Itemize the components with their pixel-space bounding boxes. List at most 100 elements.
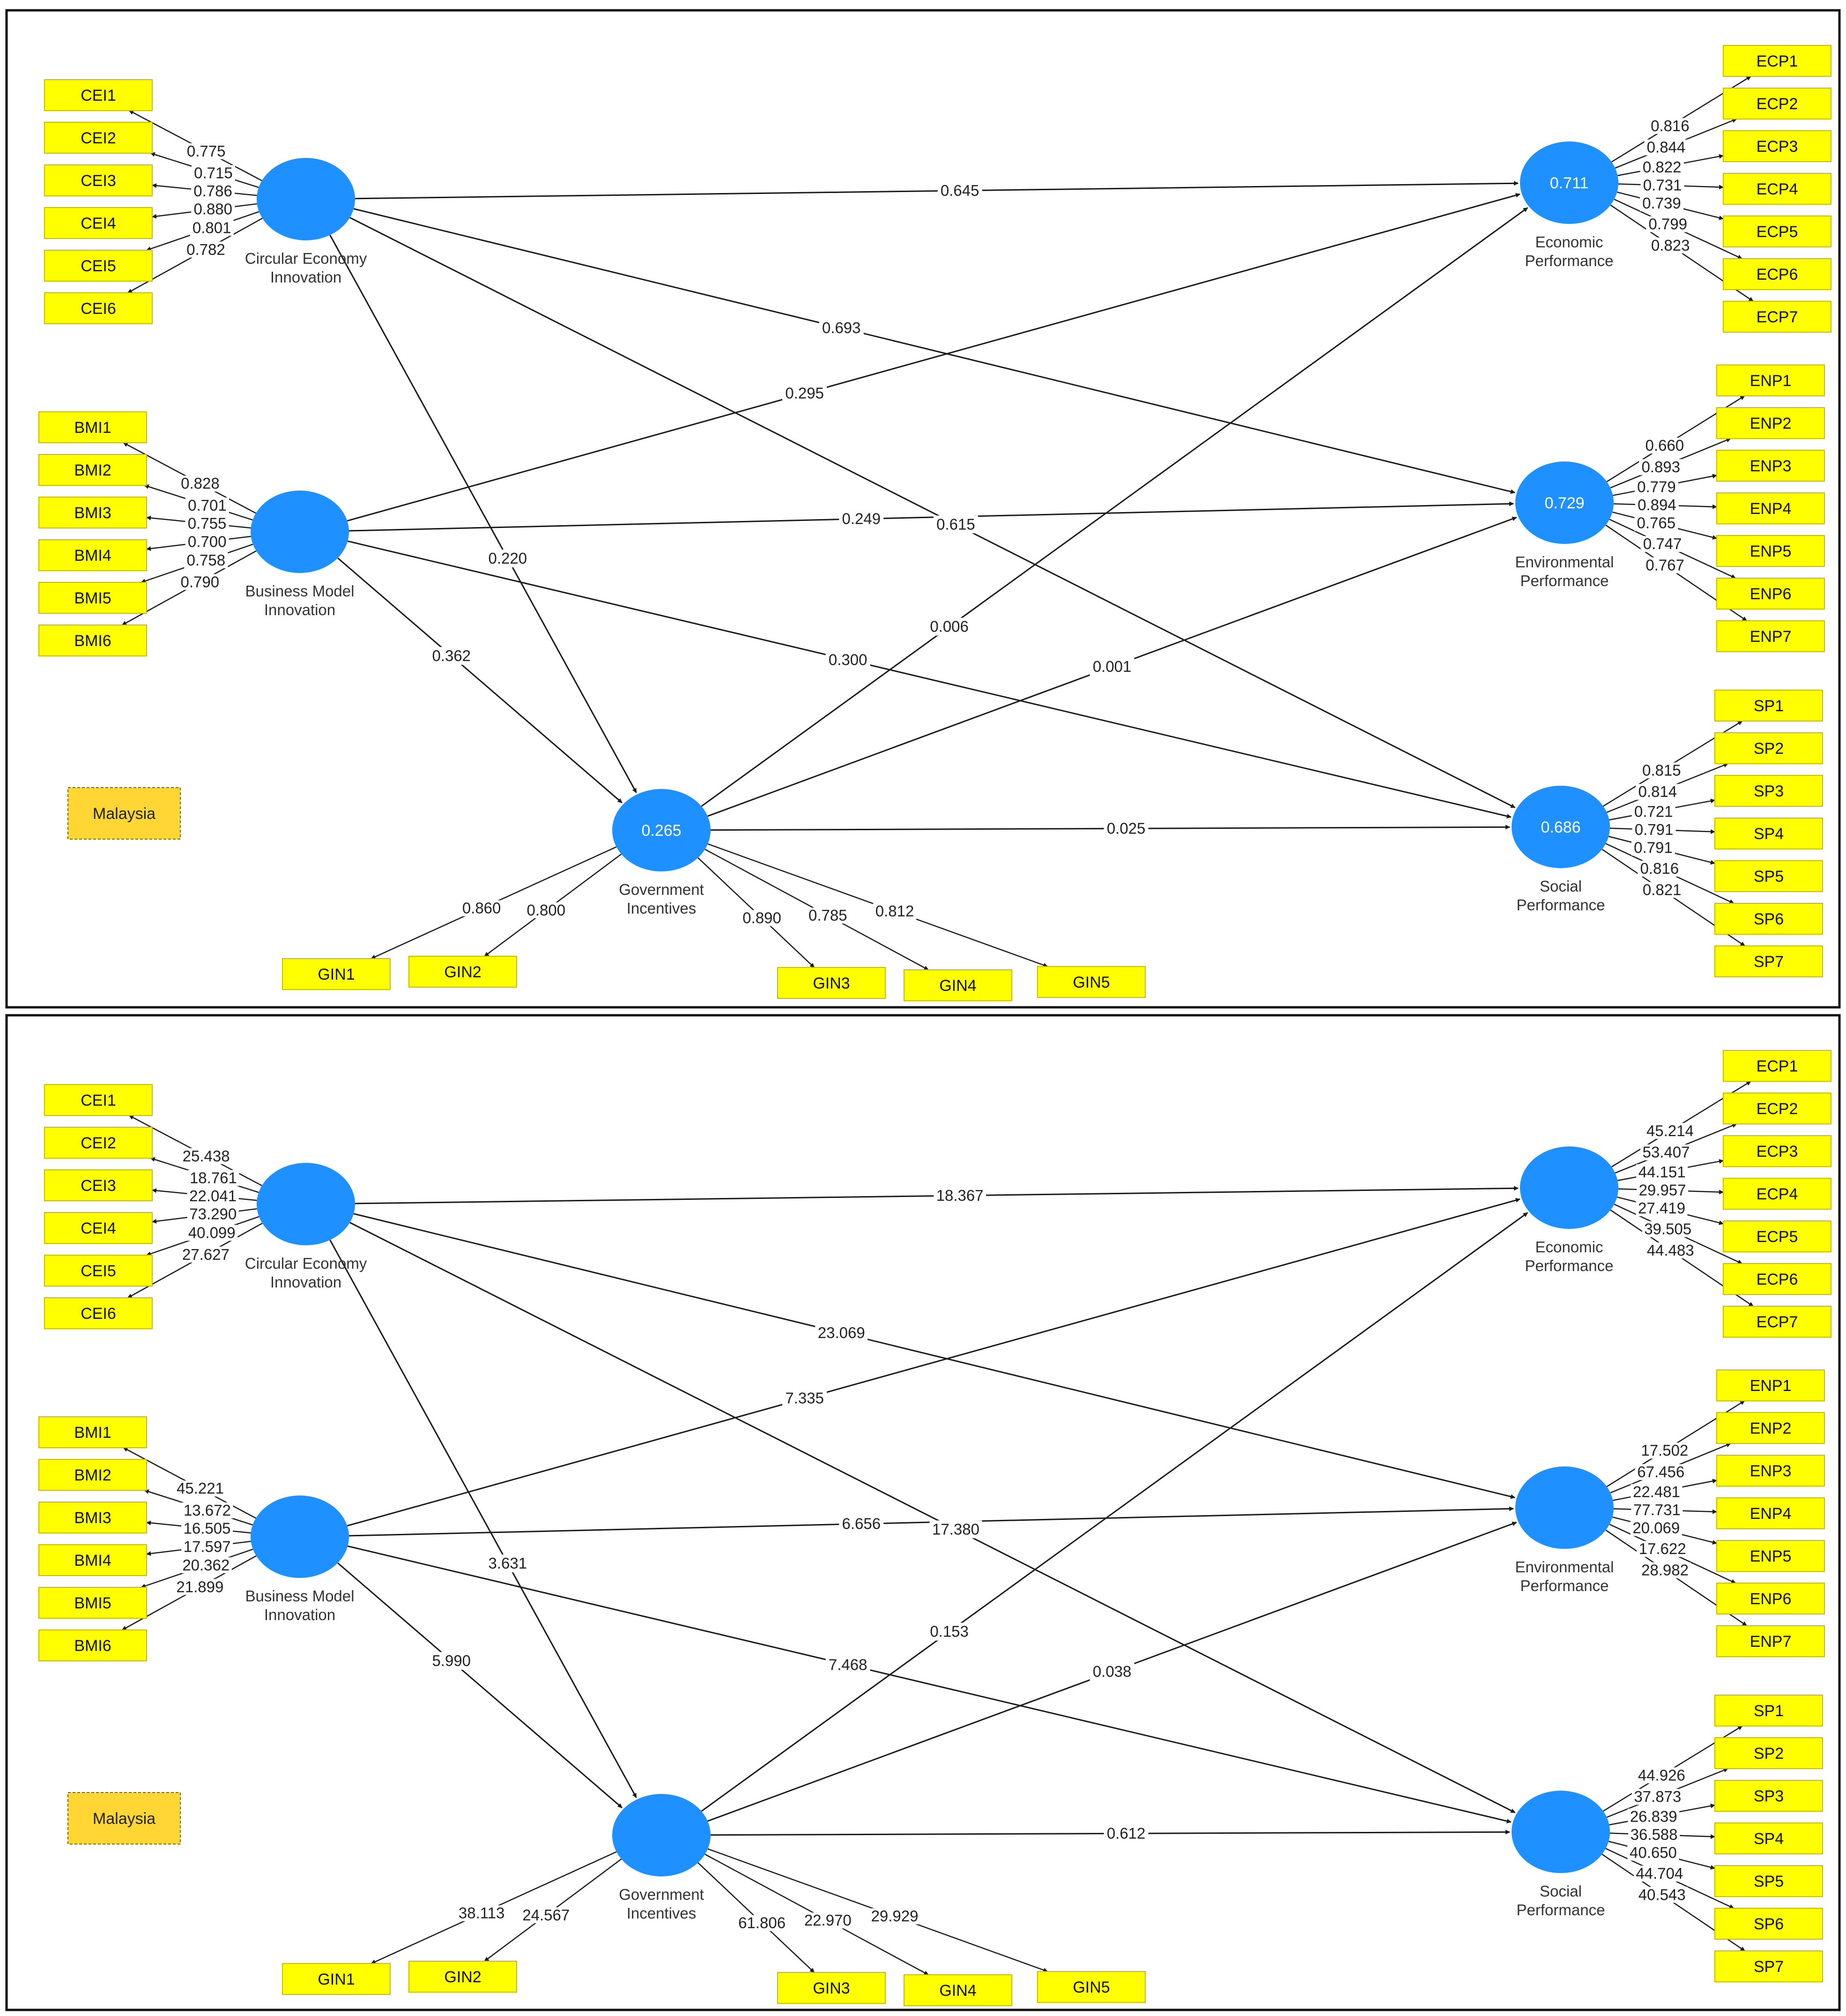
indicator-enp4[interactable]: ENP4 bbox=[1716, 492, 1825, 524]
indicator-bmi1[interactable]: BMI1 bbox=[38, 1416, 147, 1448]
indicator-sp3[interactable]: SP3 bbox=[1714, 1780, 1823, 1812]
label-bg bbox=[429, 1651, 474, 1670]
indicator-gin3[interactable]: GIN3 bbox=[777, 1972, 886, 2004]
indicator-enp7[interactable]: ENP7 bbox=[1716, 1625, 1825, 1657]
indicator-bmi1[interactable]: BMI1 bbox=[38, 411, 147, 443]
indicator-bmi3[interactable]: BMI3 bbox=[38, 497, 147, 528]
indicator-label: ECP7 bbox=[1757, 1313, 1798, 1331]
indicator-cei3[interactable]: CEI3 bbox=[44, 164, 153, 196]
indicator-enp3[interactable]: ENP3 bbox=[1716, 450, 1825, 482]
indicator-gin4[interactable]: GIN4 bbox=[904, 1974, 1012, 2006]
indicator-sp7[interactable]: SP7 bbox=[1714, 1950, 1823, 1982]
indicator-cei4[interactable]: CEI4 bbox=[44, 207, 153, 239]
indicator-enp6[interactable]: ENP6 bbox=[1716, 578, 1825, 610]
indicator-ecp7[interactable]: ECP7 bbox=[1723, 1306, 1831, 1338]
indicator-sp5[interactable]: SP5 bbox=[1714, 860, 1823, 892]
indicator-cei6[interactable]: CEI6 bbox=[44, 292, 153, 324]
indicator-ecp1[interactable]: ECP1 bbox=[1723, 1050, 1831, 1082]
indicator-bmi5[interactable]: BMI5 bbox=[38, 582, 147, 614]
indicator-ecp3[interactable]: ECP3 bbox=[1723, 1135, 1831, 1167]
indicator-ecp5[interactable]: ECP5 bbox=[1723, 1220, 1831, 1252]
indicator-enp6[interactable]: ENP6 bbox=[1716, 1583, 1825, 1614]
indicator-cei1[interactable]: CEI1 bbox=[44, 1084, 153, 1116]
indicator-enp5[interactable]: ENP5 bbox=[1716, 535, 1825, 567]
indicator-ecp2[interactable]: ECP2 bbox=[1723, 88, 1831, 119]
indicator-cei2[interactable]: CEI2 bbox=[44, 1127, 153, 1159]
indicator-gin3[interactable]: GIN3 bbox=[777, 967, 886, 999]
indicator-gin5[interactable]: GIN5 bbox=[1037, 1971, 1146, 2003]
loading-value-enp3: 0.779 bbox=[1637, 478, 1676, 495]
indicator-gin2[interactable]: GIN2 bbox=[408, 956, 517, 988]
indicator-sp5[interactable]: SP5 bbox=[1714, 1865, 1823, 1897]
label-bg bbox=[937, 181, 982, 200]
indicator-cei5[interactable]: CEI5 bbox=[44, 250, 153, 282]
construct-label: Social bbox=[1540, 878, 1582, 895]
rectangle-indicator-icon bbox=[282, 1963, 391, 1995]
indicator-cei3[interactable]: CEI3 bbox=[44, 1169, 153, 1201]
indicator-bmi4[interactable]: BMI4 bbox=[38, 1544, 147, 1576]
indicator-label: ENP5 bbox=[1750, 543, 1792, 560]
indicator-gin2[interactable]: GIN2 bbox=[408, 1961, 517, 1993]
indicator-ecp5[interactable]: ECP5 bbox=[1723, 216, 1831, 247]
indicator-bmi4[interactable]: BMI4 bbox=[38, 539, 147, 571]
indicator-ecp6[interactable]: ECP6 bbox=[1723, 1263, 1831, 1295]
indicator-bmi5[interactable]: BMI5 bbox=[38, 1587, 147, 1619]
indicator-cei2[interactable]: CEI2 bbox=[44, 122, 153, 154]
indicator-ecp4[interactable]: ECP4 bbox=[1723, 173, 1831, 205]
path-bmi_ecp bbox=[347, 1198, 1520, 1527]
indicator-sp6[interactable]: SP6 bbox=[1714, 903, 1823, 935]
indicator-sp1[interactable]: SP1 bbox=[1714, 690, 1823, 722]
group-badge[interactable]: Malaysia bbox=[67, 1792, 181, 1845]
indicator-enp1[interactable]: ENP1 bbox=[1716, 1369, 1825, 1401]
indicator-ecp2[interactable]: ECP2 bbox=[1723, 1093, 1831, 1124]
indicator-sp2[interactable]: SP2 bbox=[1714, 1737, 1823, 1769]
indicator-sp3[interactable]: SP3 bbox=[1714, 775, 1823, 807]
indicator-enp1[interactable]: ENP1 bbox=[1716, 365, 1825, 396]
indicator-sp6[interactable]: SP6 bbox=[1714, 1908, 1823, 1940]
indicator-gin1[interactable]: GIN1 bbox=[282, 958, 391, 990]
indicator-ecp1[interactable]: ECP1 bbox=[1723, 45, 1831, 77]
indicator-ecp6[interactable]: ECP6 bbox=[1723, 258, 1831, 290]
indicator-bmi2[interactable]: BMI2 bbox=[38, 1459, 147, 1491]
indicator-sp7[interactable]: SP7 bbox=[1714, 945, 1823, 977]
indicator-gin1[interactable]: GIN1 bbox=[282, 1963, 391, 1995]
indicator-enp4[interactable]: ENP4 bbox=[1716, 1497, 1825, 1529]
indicator-gin5[interactable]: GIN5 bbox=[1037, 966, 1146, 998]
indicator-bmi2[interactable]: BMI2 bbox=[38, 454, 147, 486]
indicator-sp2[interactable]: SP2 bbox=[1714, 732, 1823, 764]
indicator-cei1[interactable]: CEI1 bbox=[44, 79, 153, 111]
indicator-bmi6[interactable]: BMI6 bbox=[38, 1629, 147, 1661]
indicator-enp2[interactable]: ENP2 bbox=[1716, 407, 1825, 439]
indicator-bmi6[interactable]: BMI6 bbox=[38, 625, 147, 656]
indicator-sp4[interactable]: SP4 bbox=[1714, 1823, 1823, 1854]
indicator-ecp4[interactable]: ECP4 bbox=[1723, 1178, 1831, 1210]
indicator-enp2[interactable]: ENP2 bbox=[1716, 1412, 1825, 1444]
indicator-enp5[interactable]: ENP5 bbox=[1716, 1540, 1825, 1572]
indicator-sp4[interactable]: SP4 bbox=[1714, 818, 1823, 849]
indicator-cei4[interactable]: CEI4 bbox=[44, 1212, 153, 1244]
indicator-sp1[interactable]: SP1 bbox=[1714, 1695, 1823, 1726]
indicator-ecp3[interactable]: ECP3 bbox=[1723, 130, 1831, 162]
indicator-enp7[interactable]: ENP7 bbox=[1716, 620, 1825, 652]
indicator-gin4[interactable]: GIN4 bbox=[904, 969, 1012, 1001]
indicator-cei6[interactable]: CEI6 bbox=[44, 1297, 153, 1329]
loading-value-ecp3: 0.822 bbox=[1643, 158, 1682, 176]
indicator-ecp7[interactable]: ECP7 bbox=[1723, 301, 1831, 333]
rectangle-indicator-icon bbox=[1716, 620, 1825, 652]
indicator-bmi3[interactable]: BMI3 bbox=[38, 1502, 147, 1533]
indicator-enp3[interactable]: ENP3 bbox=[1716, 1455, 1825, 1487]
indicator-cei5[interactable]: CEI5 bbox=[44, 1255, 153, 1287]
group-badge[interactable]: Malaysia bbox=[67, 787, 181, 840]
